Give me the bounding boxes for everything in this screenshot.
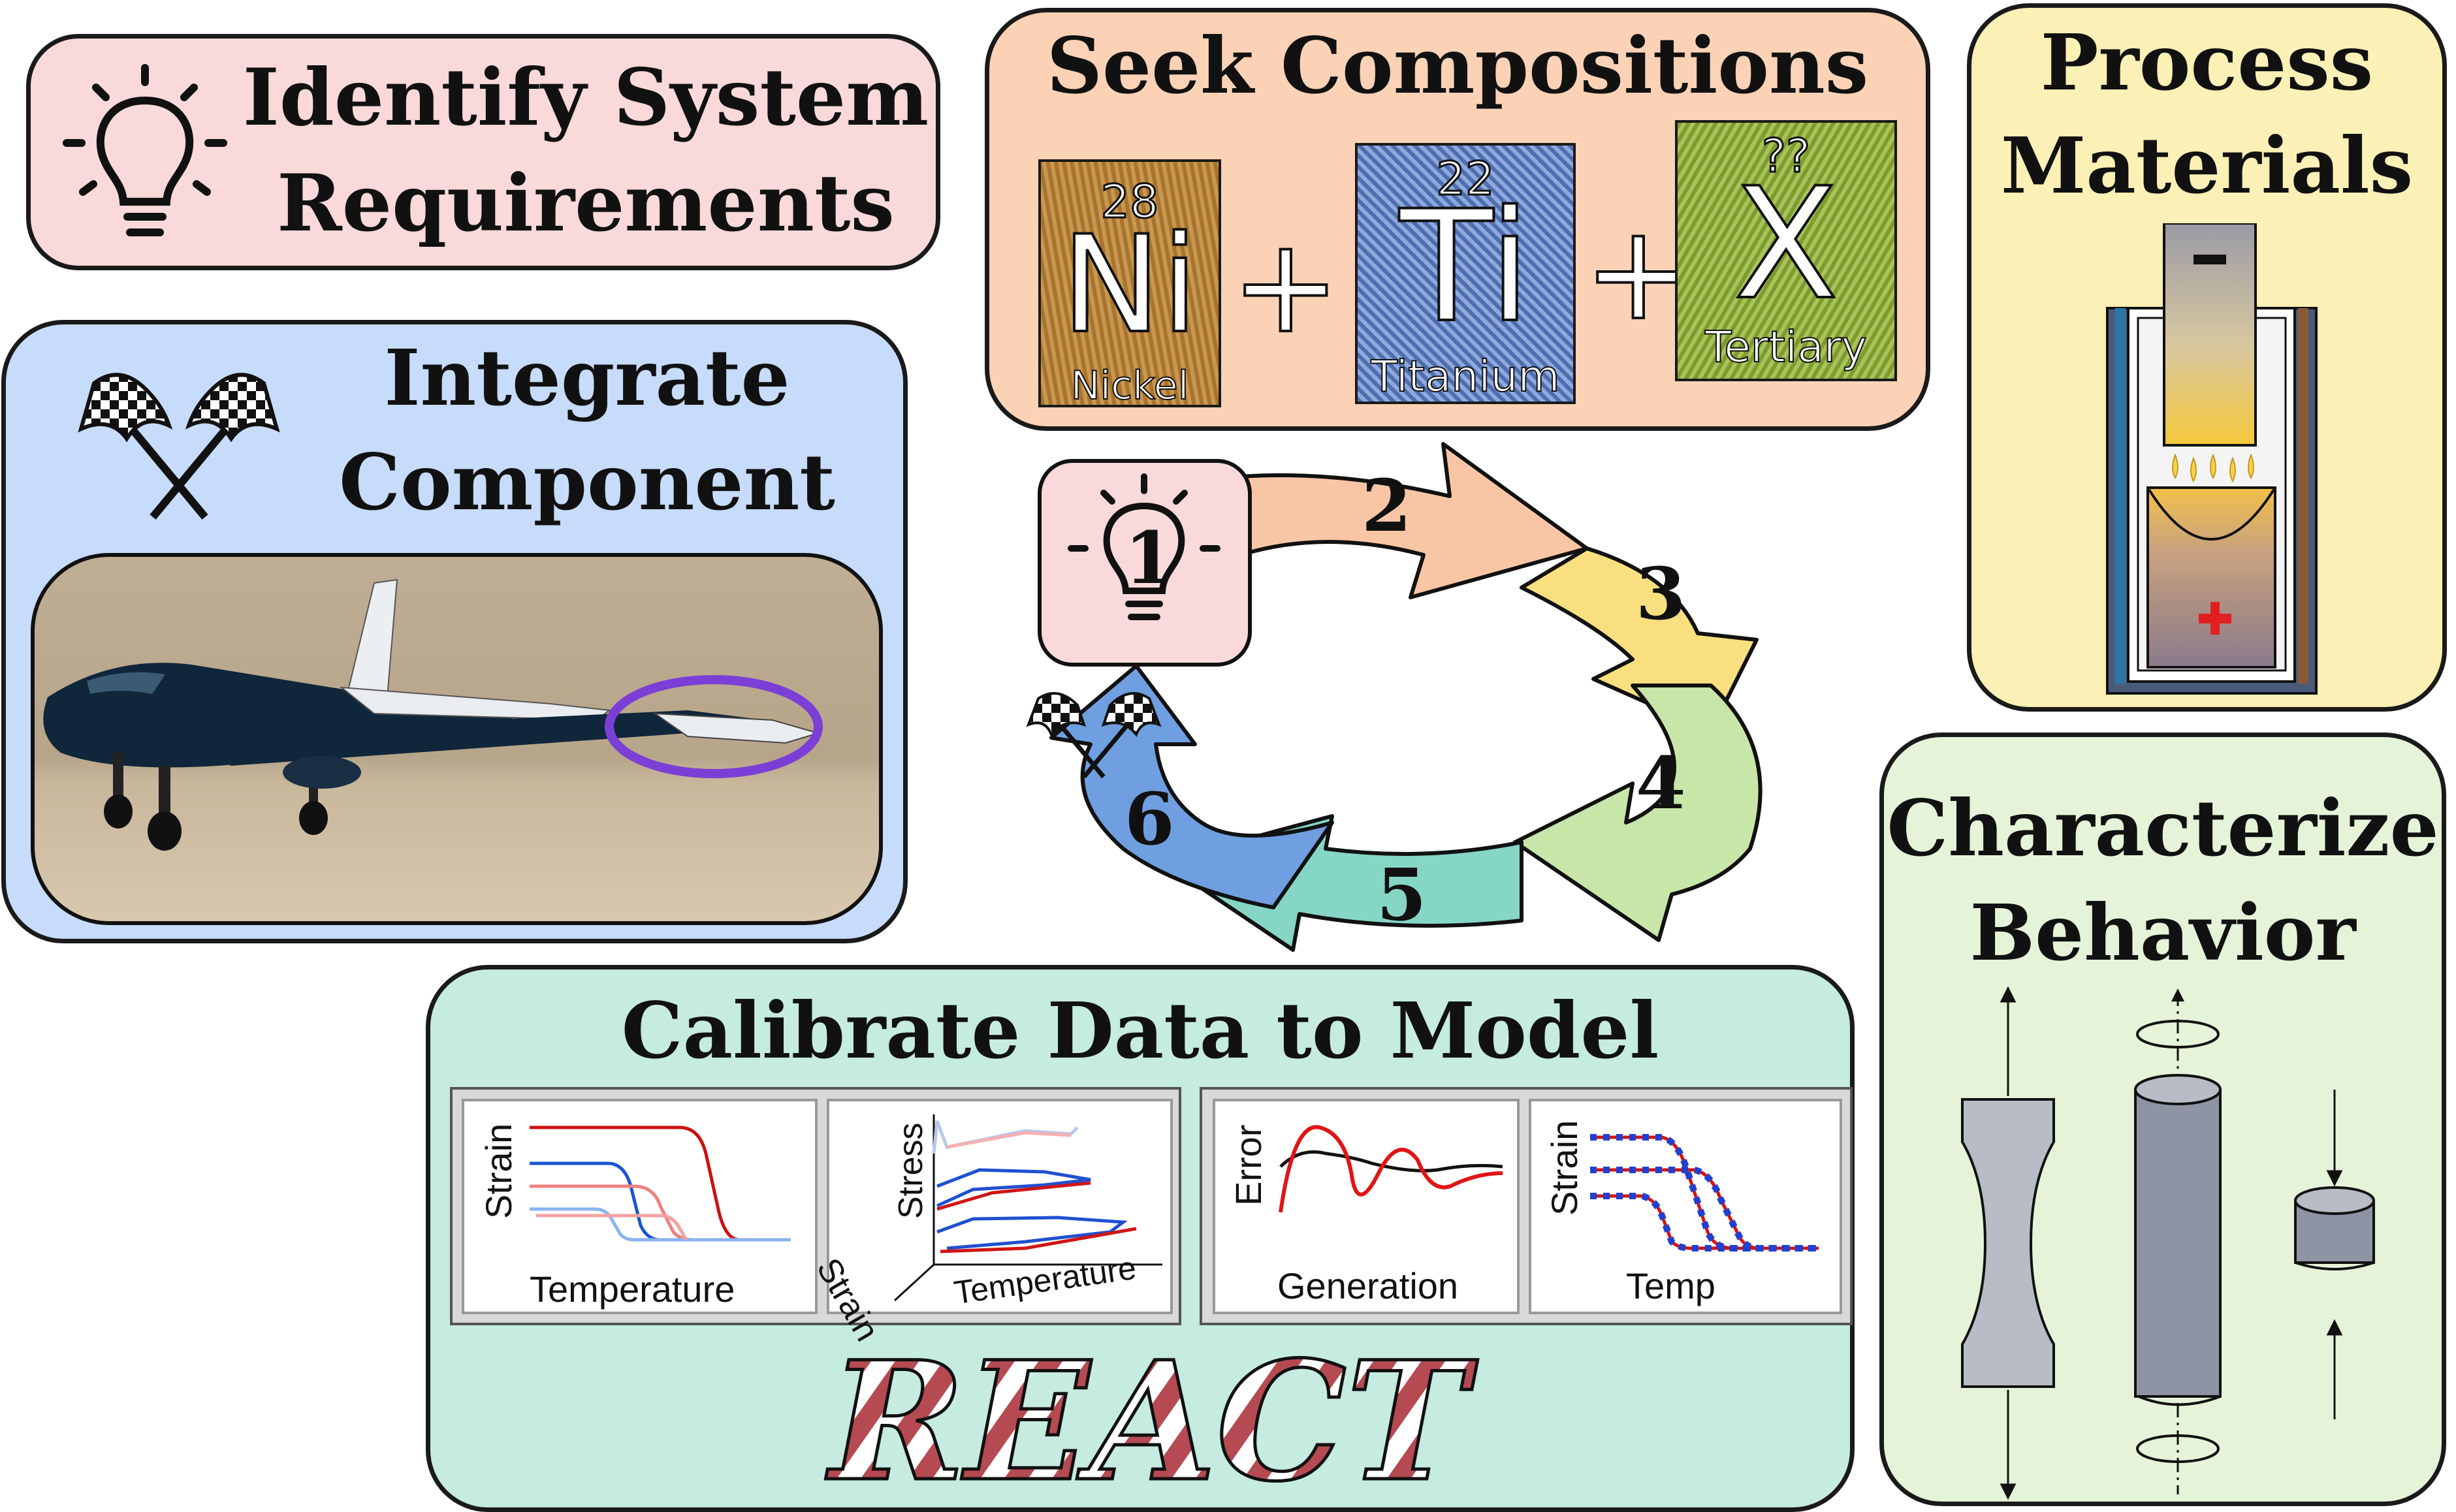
characterize-title-line2: Behavior bbox=[1970, 887, 2356, 978]
integrate-title-line1: Integrate bbox=[384, 332, 790, 423]
cycle-step-6-label: 6 bbox=[1124, 777, 1175, 861]
strain-temp-model-plot: Strain Temp bbox=[1529, 1099, 1842, 1314]
element-name: Titanium bbox=[1370, 351, 1560, 402]
cycle-arrow-6 bbox=[1049, 664, 1334, 909]
element-tile-titanium: 22 Ti Titanium bbox=[1355, 143, 1576, 404]
seek-compositions-panel: Seek Compositions 28 Ni Nickel + 22 Ti T… bbox=[985, 8, 1930, 431]
cycle-step-4-label: 4 bbox=[1636, 741, 1686, 825]
stress-strain-temperature-plot: Stress Strain Temperature bbox=[809, 1099, 1173, 1347]
plot3-ylabel: Error bbox=[1228, 1124, 1269, 1206]
element-symbol: X bbox=[1732, 154, 1840, 335]
aircraft-photo bbox=[31, 553, 883, 925]
strain-temperature-plot: Strain Temperature bbox=[462, 1099, 818, 1314]
plot3-xlabel: Generation bbox=[1277, 1265, 1459, 1306]
plot2-ylabel: Stress bbox=[892, 1122, 930, 1219]
process-materials-panel: Process Materials bbox=[1967, 3, 2447, 712]
mechanical-test-specimens bbox=[1961, 986, 2375, 1500]
plot4-xlabel: Temp bbox=[1626, 1265, 1715, 1306]
cycle-flags-icon bbox=[1026, 692, 1162, 779]
react-logo: REACT bbox=[824, 1335, 1480, 1505]
plot1-ylabel: Strain bbox=[478, 1123, 519, 1219]
calibrate-panel: Calibrate Data to Model Strain Temperatu… bbox=[426, 965, 1855, 1512]
checkered-flags-icon bbox=[78, 373, 280, 520]
lightbulb-icon bbox=[63, 64, 227, 236]
cycle-diagram bbox=[1026, 442, 1762, 952]
seek-title: Seek Compositions bbox=[1046, 20, 1869, 111]
integrate-component-panel: Integrate Component bbox=[1, 320, 908, 943]
cycle-arrow-2 bbox=[1239, 442, 1589, 599]
element-number: 28 bbox=[1100, 174, 1160, 230]
element-name: Nickel bbox=[1070, 362, 1190, 407]
cycle-step-3-label: 3 bbox=[1636, 552, 1686, 636]
characterize-title-line1: Characterize bbox=[1887, 783, 2439, 874]
cycle-step-1-label: 1 bbox=[1124, 516, 1175, 600]
error-generation-plot: Error Generation bbox=[1213, 1099, 1520, 1314]
identify-panel: Identify System Requirements bbox=[26, 34, 940, 270]
plot4-ylabel: Strain bbox=[1544, 1120, 1585, 1216]
identify-title-line2: Requirements bbox=[277, 157, 895, 249]
characterize-behavior-panel: Characterize Behavior bbox=[1879, 732, 2446, 1506]
element-symbol: Ti bbox=[1398, 177, 1533, 358]
aircraft-illustration bbox=[43, 578, 823, 851]
cycle-lightbulb-icon bbox=[1068, 473, 1220, 620]
process-title-line2: Materials bbox=[2000, 120, 2414, 211]
cycle-step-5-label: 5 bbox=[1377, 853, 1427, 937]
element-tile-nickel: 28 Ni Nickel bbox=[1038, 159, 1221, 407]
element-number: 22 bbox=[1435, 151, 1495, 207]
identify-title-line1: Identify System bbox=[242, 52, 929, 144]
cycle-step-2-label: 2 bbox=[1362, 464, 1412, 548]
react-logo-text: REACT bbox=[825, 1335, 1478, 1505]
cycle-step-1-box bbox=[1038, 459, 1252, 667]
integrate-title-line2: Component bbox=[339, 437, 835, 528]
process-title-line1: Process bbox=[2040, 17, 2374, 108]
plot1-xlabel: Temperature bbox=[530, 1268, 735, 1310]
element-name: Tertiary bbox=[1704, 321, 1868, 373]
cycle-arrow-4 bbox=[1513, 684, 1762, 942]
plus-sign: + bbox=[1230, 210, 1342, 362]
furnace-illustration bbox=[2106, 223, 2318, 695]
element-number: ?? bbox=[1761, 129, 1811, 184]
element-symbol: Ni bbox=[1060, 206, 1200, 364]
calibrate-title: Calibrate Data to Model bbox=[621, 985, 1659, 1076]
element-tile-tertiary: ?? X Tertiary bbox=[1675, 120, 1897, 381]
